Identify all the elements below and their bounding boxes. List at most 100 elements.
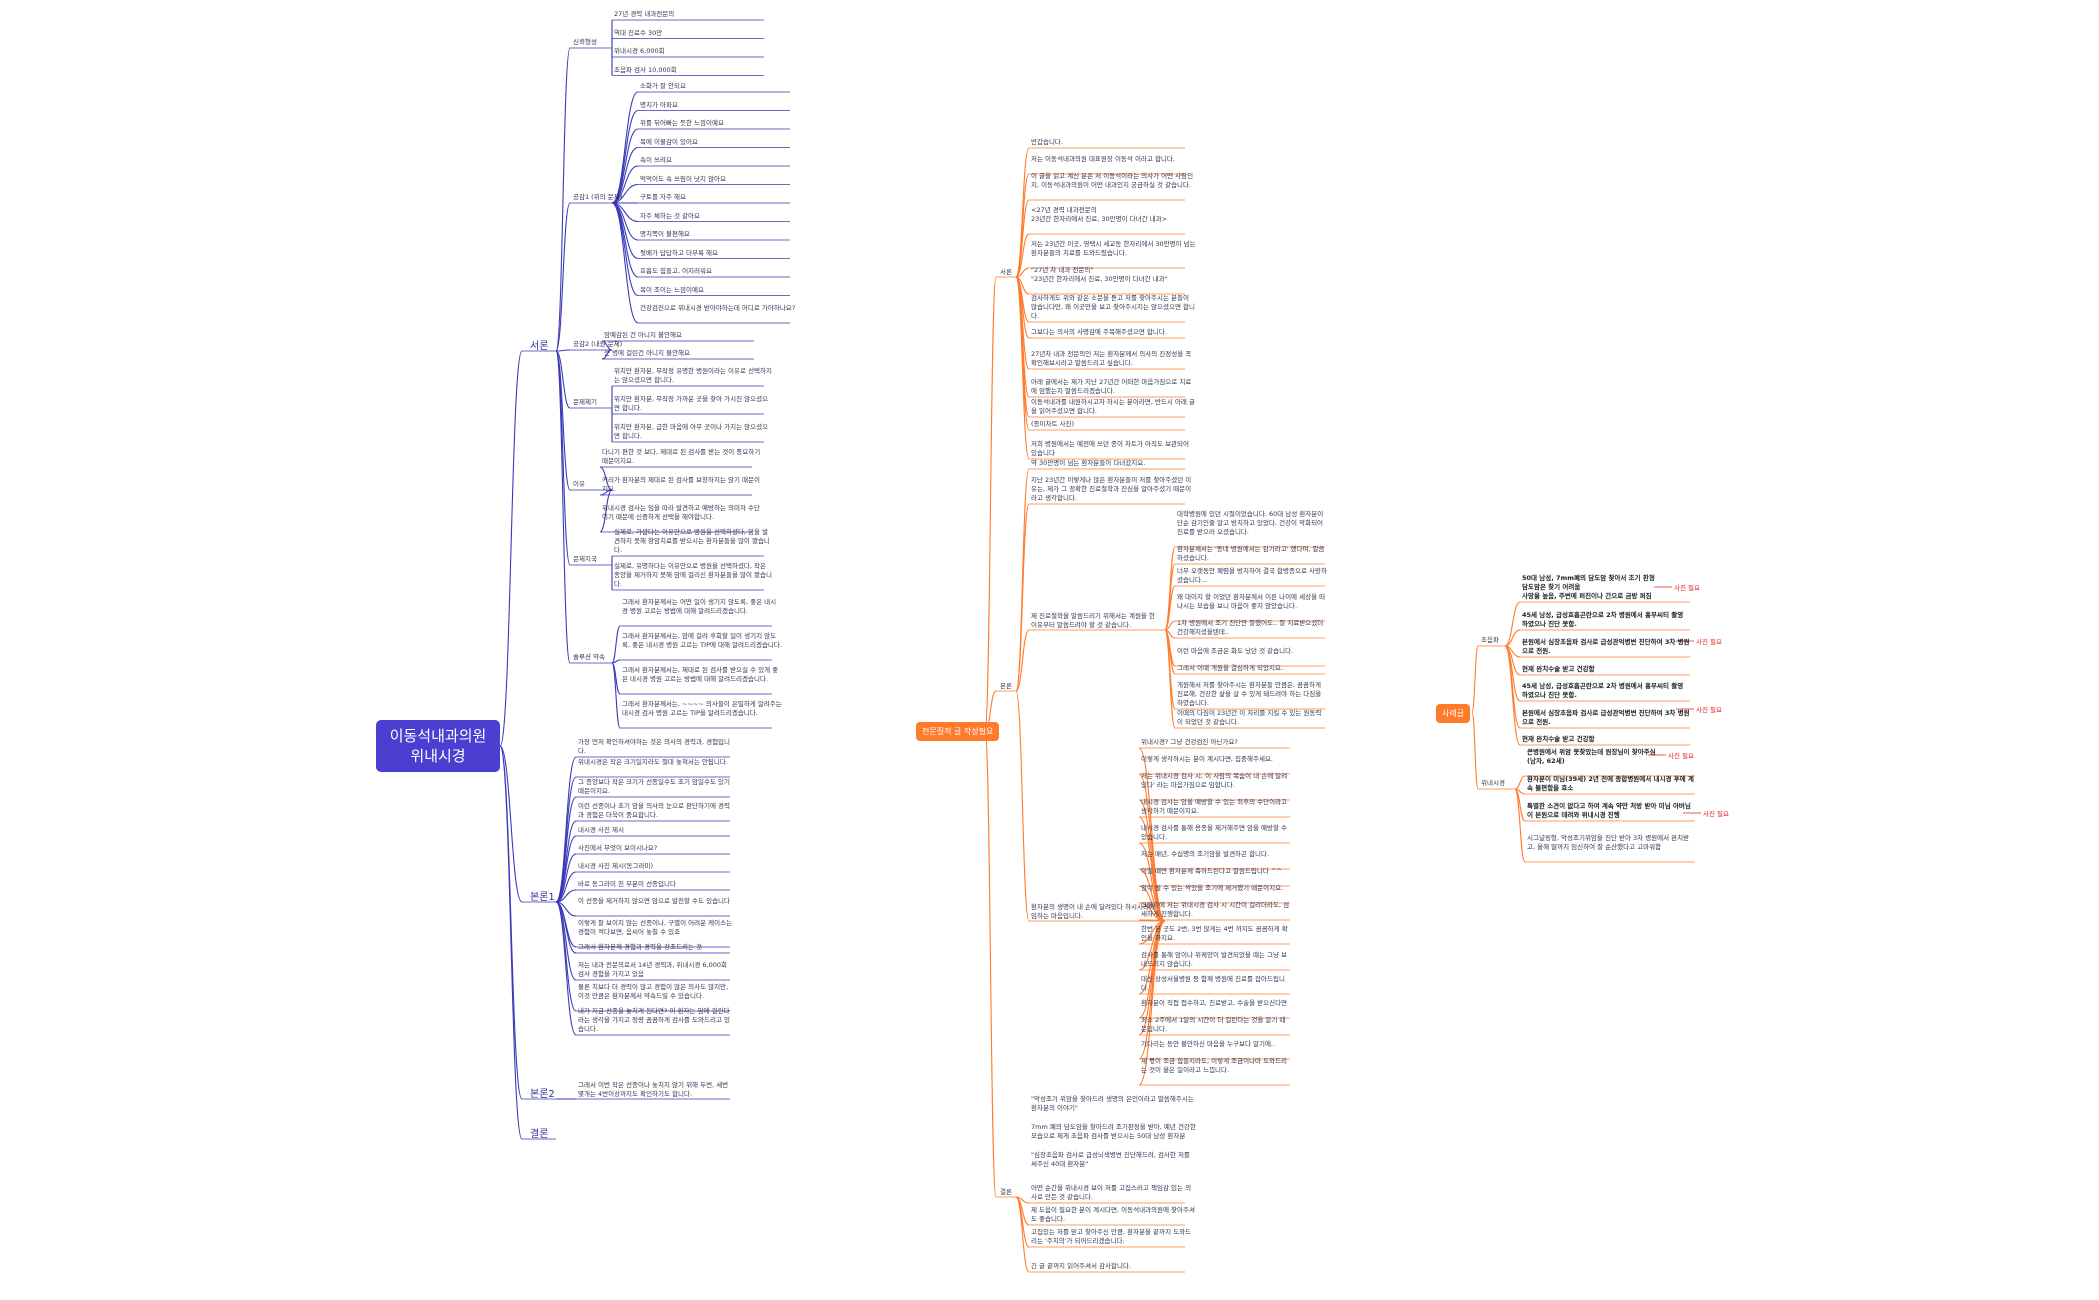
leaf-node[interactable]: 초음파 검사 10,000회 [614,65,677,74]
group-label[interactable]: 솔루션 약속 [573,653,605,661]
leaf-node[interactable]: 위내시경 6,000회 [614,47,665,55]
leaf-node[interactable]: 이럴 때면 환자분께 축하드린다고 말씀드립니다 ^^ [1141,867,1282,875]
leaf-node[interactable]: 현재 완치수술 받고 건강함 [1522,665,1595,673]
leaf-node[interactable]: 이때의 다짐이 23년간 이 자리를 지킬 수 있는 원동력이 되었던 것 같습… [1177,709,1322,726]
leaf-node[interactable]: 명치쪽이 불편해요 [640,230,690,238]
branch-seoron[interactable]: 서론 [1000,268,1012,276]
leaf-node[interactable]: 목이 조이는 느낌이예요 [640,285,704,294]
leaf-node[interactable]: 위치만 환자분, 급한 마음에 아무 곳이나 가지는 않으셨으면 합니다. [614,423,769,440]
branch-gyeolron[interactable]: 결론 [1000,1188,1012,1196]
photo-needed-badge[interactable]: 사진 필요 [1696,706,1722,714]
leaf-node[interactable]: 그래서 환자분께서는 어떤 일이 생기지 않도록, 좋은 내시경 병원 고르는 … [622,598,777,615]
leaf-node[interactable]: 실제로, 가깝다는 이유만으로 병원을 선택하셨다, 암을 발견하지 못해 항암… [614,528,770,554]
leaf-node[interactable]: 검사하게도 위와 같은 소문을 듣고 저를 찾아주시는 분들이 많습니다만, 왜… [1031,294,1195,320]
sub-group-node[interactable]: 제 진료철학을 말씀드리기 위해서는 계원을 한 이유부터 말씀드려야 할 것 … [1031,612,1155,629]
leaf-node[interactable]: 커리가 환자분의 제대로 된 검사를 보장하지는 않기 때문이지요. [602,476,760,493]
group-label[interactable]: 공감2 (내원 문제) [573,340,623,348]
leaf-node[interactable]: 그래서 이때 개원을 결심하게 되었지요. [1177,664,1284,672]
leaf-node[interactable]: 역대 진료수 30만 [614,28,663,37]
branch-bonron2[interactable]: 본론2 [530,1089,555,1100]
leaf-node[interactable]: 50대 남성, 7mm폐의 담도암 찾아서 조기 판정 담도암은 찾기 어려움 … [1522,574,1655,600]
leaf-node[interactable]: 내시경 검사를 통해 용종을 제거해주면 암을 예방할 수 있습니다. [1141,824,1288,841]
leaf-node[interactable]: 소화가 잘 안되요 [640,82,686,90]
leaf-node[interactable]: 환자분께서는 '동네 병원에서는 감기라고' 했다며, 말씀하셨습니다. [1177,545,1325,562]
leaf-node[interactable]: 목에 이물감이 있어요 [640,137,698,146]
leaf-node[interactable]: 45세 남성, 급성호흡곤란으로 2차 병원에서 흉부씨티 촬영 하였으나 진단… [1522,682,1684,699]
photo-needed-badge[interactable]: 사진 필요 [1674,584,1700,592]
group-label[interactable]: 이유 [573,480,585,488]
leaf-node[interactable]: 약 30만명이 넘는 환자분들이 다녀갔지요. [1031,459,1146,467]
leaf-node[interactable]: 개원해서 저를 찾아주시는 환자분들 만큼은, 꼼꼼하게 진료해, 건강한 삶을… [1177,681,1322,707]
leaf-node[interactable]: 그렇기에 저는 위내시경 검사 시 시간이 걸리더라도, 섬세하게 진행합니다. [1141,901,1290,918]
leaf-node[interactable]: "심장초음파 검사로 급성뇌색병변 진단해드려, 검사한 저를 써주신 40대 … [1031,1151,1190,1168]
leaf-node[interactable]: 대학병원에 있던 시절이었습니다. 60대 남성 환자분이 단순 감기인줄 알고… [1177,510,1324,536]
leaf-node[interactable]: 큰병원에서 위암 못찾았는데 원장님이 찾아주심 (남자, 62세) [1527,748,1656,765]
group-label[interactable]: 신뢰형성 [573,38,597,46]
leaf-node[interactable]: 이런 마음에 조금은 화도 났던 것 같습니다. [1177,647,1294,655]
leaf-node[interactable]: 왜 대이지 할 이었던 환자분께서 이른 나이에 세상을 떠나시는 모습을 보니… [1177,593,1326,610]
leaf-node[interactable]: 그래서 환자분께서는, 제대로 된 검사를 받으실 수 있게 좋은 내시경 병원… [622,666,779,683]
leaf-node[interactable]: 내시경 사진 제시 [578,826,624,834]
leaf-node[interactable]: 저는 내과 전문의로서 14년 경력과, 위내시경 6,000회 검사 경험을 … [578,961,727,978]
leaf-node[interactable]: 사진에서 무엇이 보이시나요? [578,844,658,852]
leaf-node[interactable]: 위치만 환자분, 무작정 가까운 곳을 찾아 가시진 않으셨으면 합니다. [614,395,769,412]
leaf-node[interactable]: 그래서 환자분께서는, 암에 걸려 후회할 일이 생기지 않도록, 좋은 내시경… [622,632,782,649]
leaf-node[interactable]: 그래서 환자분께 경험과 경력을 강조드리는 것 [578,943,702,951]
leaf-node[interactable]: 특별한 소견이 없다고 하여 계속 약만 처방 받아 미님 아버님이 본원으로 … [1527,802,1691,819]
leaf-node[interactable]: 시그널링형, 악성조기위암을 진단 받아 3차 병원에서 완치받고, 올해 딸까… [1527,834,1690,851]
leaf-node[interactable]: 반갑습니다. [1031,138,1063,146]
leaf-node[interactable]: 현재 완치수술 받고 건강함 [1522,735,1595,743]
leaf-node[interactable]: "악성조기 위암을 찾아드려 생명의 은인이라고 말씀해주시는 환자분의 이야기… [1031,1095,1194,1112]
leaf-node[interactable]: 가장 먼저 확인하셔야하는 것은 의사의 경력과, 경험입니다. [578,738,731,755]
leaf-node[interactable]: 먹먹이도 속 쓰림이 낫지 않아요 [640,174,727,183]
leaf-node[interactable]: 이렇게 생각하시는 분이 계시다면, 집중해주세요. [1141,755,1273,763]
leaf-node[interactable]: 암이 될 수 있는 싹었을 조기에 제거했기 때문이지요. [1141,884,1284,892]
leaf-node[interactable]: 호흡도 힘들고, 어지러워요 [640,267,712,275]
leaf-node[interactable]: 저는 위내시경 검사 시, 이 사람의 목숨이 내 손에 달려있다' 라는 마음… [1141,772,1288,789]
leaf-node[interactable]: (종이차트 사진) [1031,420,1075,428]
leaf-node[interactable]: 자주 체하는 것 같아요 [640,211,701,220]
leaf-node[interactable]: 내가 지금 선종을 놓치게 된다면? 이 환자는 암에 걸린다 라는 생각을 가… [578,1007,731,1033]
leaf-node[interactable]: 검사를 통해 암이나 위궤양이 발견되었을 때는 그냥 보내드리지 않습니다. [1141,951,1288,968]
leaf-node[interactable]: "27년 차 내과 전문의" "23년간 한자리에서 진료, 30만명이 다녀간… [1031,266,1168,283]
leaf-node[interactable]: 7mm 폐의 담도암을 찾아드려 조기판정을 받아, 예년 건강한 모습으로 제… [1031,1123,1196,1140]
leaf-node[interactable]: 뒷배가 답답하고 더부룩 해요 [640,248,718,257]
leaf-node[interactable]: 고집있는 저를 믿고 찾아주신 만큼, 환자분을 끝까지 도와드리는 '주치의'… [1031,1228,1192,1245]
leaf-node[interactable]: <27년 경력 내과전문의 23년간 한자리에서 진료, 30만명이 다녀간 내… [1031,206,1168,223]
leaf-node[interactable]: 그래서 이번 작은 선종이나 놓치지 않기 위해 두번, 세번 몇개는 4번이상… [578,1081,729,1098]
leaf-node[interactable]: 위를 뒤어빠는 듯한 느낌이예요 [640,119,724,127]
photo-needed-badge[interactable]: 사진 필요 [1668,752,1694,760]
leaf-node[interactable]: 이 글을 읽고 계신 분은 저 이동석이라는 의사가 어떤 사람인지, 이동석내… [1031,172,1194,189]
branch-seoron[interactable]: 서론 [530,341,549,352]
leaf-node[interactable]: 제 도움이 필요한 분이 계시다면, 이동석내과의원에 찾아주셔도 좋습니다. [1031,1206,1195,1223]
leaf-node[interactable]: 위내시경? 그냥 건강검진 아닌가요? [1141,738,1238,746]
leaf-node[interactable]: 저는 23년간 이곳, 영택시 세교동 한자리에서 30만명이 넘는 환자분들의… [1031,240,1196,257]
leaf-node[interactable]: 내시경 사진 제시(동그라미) [578,862,653,870]
leaf-node[interactable]: 실제로, 유명하다는 이유만으로 병원을 선택하셨다, 작은 종양을 제거하지 … [614,562,772,588]
leaf-node[interactable]: 환자분이 직접 접수하고, 진료받고, 수술을 받으신다면 [1141,999,1288,1007]
leaf-node[interactable]: 이렇게 잘 보이지 않는 선종이나, 구별이 어려운 케이스는 경험이 적다보면… [578,919,733,936]
group-label[interactable]: 문제지국 [573,555,597,563]
leaf-node[interactable]: 위내시경은 작은 크기일지라도 절대 놓쳐서는 안됩니다. [578,758,728,766]
group-label[interactable]: 공감1 (위의 문제) [573,193,623,201]
leaf-node[interactable]: 어떤 순간을 위내시경 보이 저를 고집스러고 책임감 있는 의사로 만든 것 … [1031,1184,1192,1201]
leaf-node[interactable]: 최소 2주에서 1달의 시간이 더 걸린다는 것을 알기 때문입니다. [1141,1016,1286,1033]
leaf-node[interactable]: 27년차 내과 전문의인 저는 환자분께서 의사의 진정성을 꼭 확인해보시라고… [1031,350,1192,367]
leaf-node[interactable]: 저는 이동석내과의원 대표원장 이동석 이라고 합니다. [1031,155,1175,163]
leaf-node[interactable]: 그래서 환자분께서는, ~~~~ 의사들이 은밀하게 알려주는 내시경 검사 병… [622,700,782,717]
leaf-node[interactable]: 큰 병에 걸린건 아니지 불안해요 [604,349,691,357]
middle-hub-node[interactable]: 전문질적 글 작성필요 [916,722,1000,741]
branch-bonron1[interactable]: 본론1 [530,892,555,903]
photo-needed-badge[interactable]: 사진 필요 [1703,810,1729,818]
branch-gyeolron[interactable]: 결론 [530,1129,549,1140]
photo-needed-badge[interactable]: 사진 필요 [1696,638,1722,646]
leaf-node[interactable]: 이런 선종이나 초기 암을 의사의 눈으로 판단하기에 경력과 경험은 더욱이 … [578,802,731,819]
leaf-node[interactable]: 이동석내과를 내원하시고자 하시는 분이라면, 반드시 아래 글을 읽어주셨으면… [1031,398,1195,415]
leaf-node[interactable]: 45세 남성, 급성호흡곤란으로 2차 병원에서 흉부씨티 촬영 하였으나 진단… [1522,611,1684,628]
leaf-node[interactable]: 이 선종을 제거하지 않으면 암으로 발전할 수도 있습니다 [578,897,731,905]
right-hub-node[interactable]: 사례글 [1436,704,1471,723]
leaf-node[interactable]: 그보다는 의사의 사명감에 주목해주셨으면 합니다. [1031,328,1167,336]
leaf-node[interactable]: 본원에서 심장초음파 검사로 급성관억병변 진단하여 3차 병원으로 전원. [1522,709,1690,726]
leaf-node[interactable]: 긴 글 끝까지 읽어주셔서 감사합니다. [1031,1262,1132,1270]
leaf-node[interactable]: 그 종양보다 작은 크기가 선종일수도 초기 암일수도 있기 때문이지요. [578,778,731,795]
